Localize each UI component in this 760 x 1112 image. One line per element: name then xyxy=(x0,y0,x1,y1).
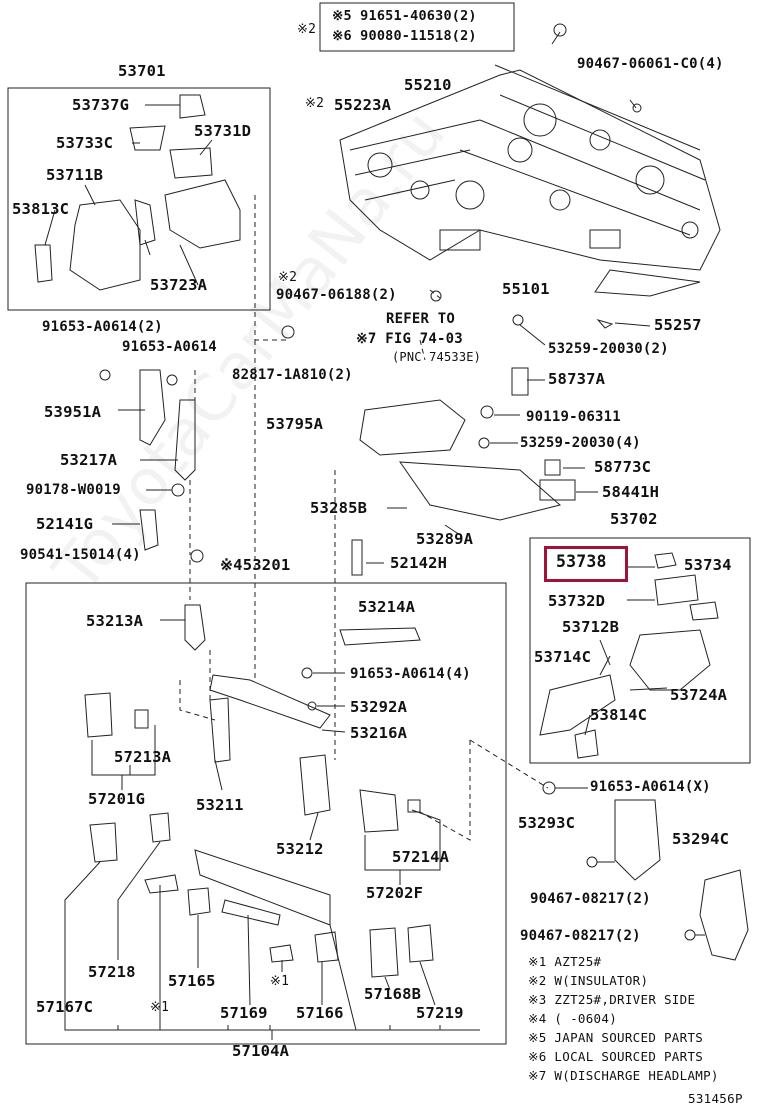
refer-line1[interactable]: REFER TO xyxy=(386,311,456,327)
part-label-53212[interactable]: 53212 xyxy=(276,840,324,858)
part-label-57202F[interactable]: 57202F xyxy=(366,884,424,902)
diagram-code: 531456P xyxy=(688,1091,743,1106)
part-label-53814C[interactable]: 53814C xyxy=(590,706,648,724)
footnote-box xyxy=(319,2,515,52)
part-label-53813C[interactable]: 53813C xyxy=(12,200,70,218)
refer-line2[interactable]: ※7 FIG 74-03 xyxy=(356,331,463,347)
part-label-53259-20030-2[interactable]: 53259-20030(2) xyxy=(548,341,669,357)
part-label-57104A[interactable]: 57104A xyxy=(232,1042,290,1060)
part-label-82817-1A810[interactable]: 82817-1A810(2) xyxy=(232,367,353,383)
part-label-91653-A0614-X[interactable]: 91653-A0614(X) xyxy=(590,779,711,795)
part-label-453201[interactable]: ※453201 xyxy=(220,556,291,574)
part-label-53702[interactable]: 53702 xyxy=(610,510,658,528)
part-label-55101[interactable]: 55101 xyxy=(502,280,550,298)
note-marker-90467-06188: ※2 xyxy=(278,270,298,285)
part-label-53712B[interactable]: 53712B xyxy=(562,618,620,636)
note-marker-57167C: ※1 xyxy=(150,1000,170,1015)
footnote-6: ※6 LOCAL SOURCED PARTS xyxy=(528,1049,704,1064)
part-label-53738[interactable]: 53738 xyxy=(556,552,607,571)
footnote-7: ※7 W(DISCHARGE HEADLAMP) xyxy=(528,1068,719,1083)
note-marker-57169: ※1 xyxy=(270,974,290,989)
footnote-2: ※2 W(INSULATOR) xyxy=(528,973,649,988)
note-marker-55223A: ※2 xyxy=(305,96,325,111)
part-label-91653-A0614-2[interactable]: 91653-A0614(2) xyxy=(42,319,163,335)
part-label-55257[interactable]: 55257 xyxy=(654,316,702,334)
part-label-58441H[interactable]: 58441H xyxy=(602,483,660,501)
part-label-53213A[interactable]: 53213A xyxy=(86,612,144,630)
footnote-4: ※4 ( -0604) xyxy=(528,1011,618,1026)
part-label-52142H[interactable]: 52142H xyxy=(390,554,448,572)
footnote-1: ※1 AZT25# xyxy=(528,954,602,969)
part-label-53289A[interactable]: 53289A xyxy=(416,530,474,548)
part-label-90467-06188[interactable]: 90467-06188(2) xyxy=(276,287,397,303)
part-label-53795A[interactable]: 53795A xyxy=(266,415,324,433)
footnote-5: ※5 JAPAN SOURCED PARTS xyxy=(528,1030,704,1045)
part-label-53737G[interactable]: 53737G xyxy=(72,96,130,114)
part-label-91653-A0614-4[interactable]: 91653-A0614(4) xyxy=(350,666,471,682)
part-label-53293C[interactable]: 53293C xyxy=(518,814,576,832)
part-label-53217A[interactable]: 53217A xyxy=(60,451,118,469)
refer-line3: (PNC 74533E) xyxy=(392,350,482,364)
part-label-53724A[interactable]: 53724A xyxy=(670,686,728,704)
part-label-58737A[interactable]: 58737A xyxy=(548,370,606,388)
part-label-90467-08217-a[interactable]: 90467-08217(2) xyxy=(530,891,651,907)
part-label-90541-15014[interactable]: 90541-15014(4) xyxy=(20,547,141,563)
part-label-90467-08217-b[interactable]: 90467-08217(2) xyxy=(520,928,641,944)
part-label-57169[interactable]: 57169 xyxy=(220,1004,268,1022)
part-label-53732D[interactable]: 53732D xyxy=(548,592,606,610)
part-label-57168B[interactable]: 57168B xyxy=(364,985,422,1003)
part-label-52141G[interactable]: 52141G xyxy=(36,515,94,533)
part-label-53294C[interactable]: 53294C xyxy=(672,830,730,848)
part-label-90467-06061[interactable]: 90467-06061-C0(4) xyxy=(577,56,724,72)
group-box-53701 xyxy=(7,87,271,311)
footnote-box-line2: ※6 90080-11518(2) xyxy=(332,28,477,44)
part-label-53711B[interactable]: 53711B xyxy=(46,166,104,184)
part-label-53731D[interactable]: 53731D xyxy=(194,122,252,140)
part-label-57219[interactable]: 57219 xyxy=(416,1004,464,1022)
part-label-90178-W0019[interactable]: 90178-W0019 xyxy=(26,482,121,498)
part-label-53211[interactable]: 53211 xyxy=(196,796,244,814)
footnote-box-marker: ※2 xyxy=(297,22,317,37)
part-label-53292A[interactable]: 53292A xyxy=(350,698,408,716)
highlight-box-53738 xyxy=(544,546,628,582)
part-label-55210[interactable]: 55210 xyxy=(404,76,452,94)
part-label-57165[interactable]: 57165 xyxy=(168,972,216,990)
part-label-55223A[interactable]: 55223A xyxy=(334,96,392,114)
part-label-57166[interactable]: 57166 xyxy=(296,1004,344,1022)
part-label-53285B[interactable]: 53285B xyxy=(310,499,368,517)
dash-panel-outline xyxy=(339,69,721,271)
part-label-53216A[interactable]: 53216A xyxy=(350,724,408,742)
part-label-90119-06311[interactable]: 90119-06311 xyxy=(526,409,621,425)
group-box-53702 xyxy=(529,537,751,764)
part-label-53214A[interactable]: 53214A xyxy=(358,598,416,616)
part-label-57167C[interactable]: 57167C xyxy=(36,998,94,1016)
part-label-53734[interactable]: 53734 xyxy=(684,556,732,574)
part-label-53714C[interactable]: 53714C xyxy=(534,648,592,666)
part-label-58773C[interactable]: 58773C xyxy=(594,458,652,476)
footnote-3: ※3 ZZT25#,DRIVER SIDE xyxy=(528,992,696,1007)
part-label-57214A[interactable]: 57214A xyxy=(392,848,450,866)
part-label-53733C[interactable]: 53733C xyxy=(56,134,114,152)
part-label-53259-20030-4[interactable]: 53259-20030(4) xyxy=(520,435,641,451)
part-label-53701[interactable]: 53701 xyxy=(118,62,166,80)
part-label-91653-A0614[interactable]: 91653-A0614 xyxy=(122,339,217,355)
part-label-57218[interactable]: 57218 xyxy=(88,963,136,981)
part-label-53951A[interactable]: 53951A xyxy=(44,403,102,421)
footnote-box-line1: ※5 91651-40630(2) xyxy=(332,8,477,24)
part-label-53723A[interactable]: 53723A xyxy=(150,276,208,294)
part-label-57201G[interactable]: 57201G xyxy=(88,790,146,808)
group-box-53201 xyxy=(25,582,507,1045)
part-label-57213A[interactable]: 57213A xyxy=(114,748,172,766)
